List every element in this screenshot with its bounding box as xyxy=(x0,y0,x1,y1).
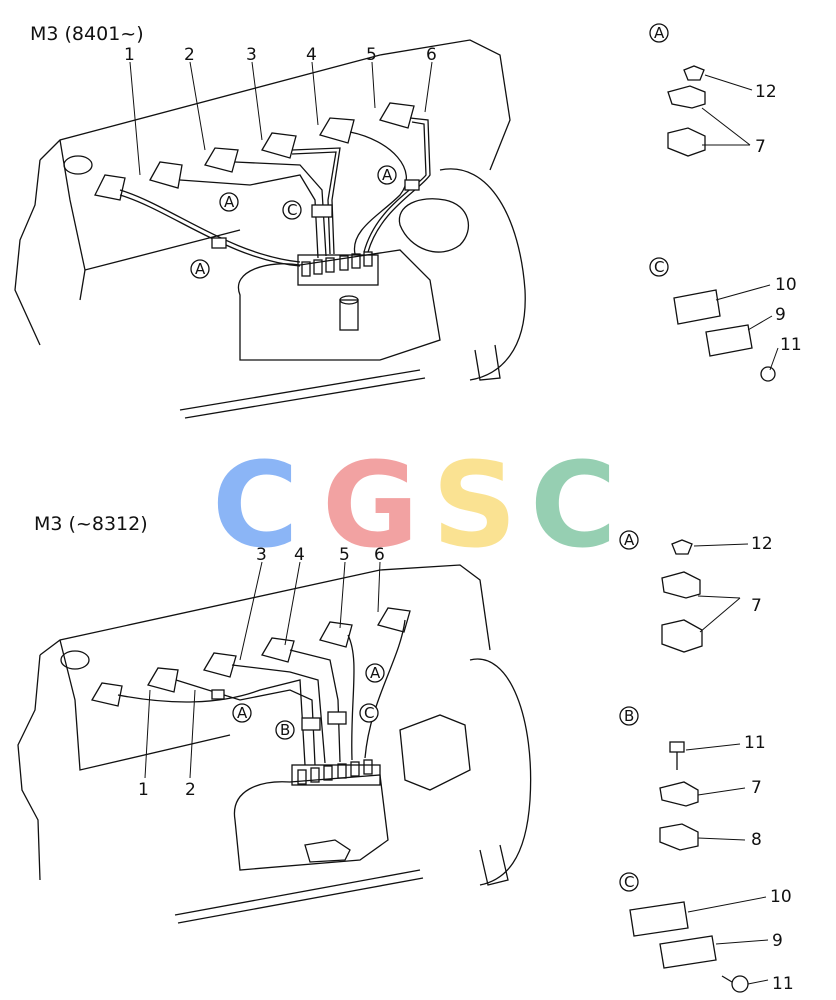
lower-legend-b-part-7: 7 xyxy=(751,778,762,798)
clamp-7-upper xyxy=(667,85,706,109)
upper-legend-a: A 12 7 xyxy=(649,23,777,157)
lower-legend-b-part-11: 11 xyxy=(744,733,766,753)
upper-title: M3 (8401~) xyxy=(30,23,144,45)
svg-text:C: C xyxy=(364,704,374,722)
svg-text:A: A xyxy=(370,664,381,682)
upper-pipe-number-2: 2 xyxy=(184,45,195,65)
lower-pipe-number-4: 4 xyxy=(294,545,305,565)
upper-legend-a-part-7: 7 xyxy=(755,137,766,157)
lower-callout-c: C xyxy=(359,703,379,723)
upper-pipe-number-6: 6 xyxy=(426,45,437,65)
lower-callout-a-2: A xyxy=(365,663,385,683)
lower-title: M3 (~8312) xyxy=(34,513,148,535)
lower-callout-a-1: A xyxy=(232,703,252,723)
lower-legend-c: C 10 9 11 xyxy=(619,872,794,994)
bolt-11 xyxy=(669,741,685,753)
lower-legend-b: B 11 7 8 xyxy=(619,706,766,851)
upper-callout-a-1: A xyxy=(219,192,239,212)
svg-text:A: A xyxy=(224,193,235,211)
upper-legend-c-letter: C xyxy=(654,258,664,276)
lower-engine-drawing: M3 (~8312) xyxy=(17,513,532,924)
upper-pipe-number-3: 3 xyxy=(246,45,257,65)
watermark-letter-c1: C xyxy=(212,436,299,574)
upper-legend-a-letter: A xyxy=(654,24,665,42)
upper-callout-a-3: A xyxy=(377,165,397,185)
clamp-7 xyxy=(659,781,699,807)
svg-text:A: A xyxy=(195,260,206,278)
upper-pipe-number-1: 1 xyxy=(124,45,135,65)
clamp-9 xyxy=(705,324,753,357)
upper-legend-a-part-12: 12 xyxy=(755,82,777,102)
clamp-7-lower xyxy=(667,127,706,157)
svg-text:A: A xyxy=(382,166,393,184)
lower-legend-a-part-7: 7 xyxy=(751,596,762,616)
clamp-10 xyxy=(629,901,689,937)
upper-pipe-number-4: 4 xyxy=(306,45,317,65)
nut-12 xyxy=(683,65,705,81)
upper-legend-c-part-10: 10 xyxy=(775,275,797,295)
lower-legend-b-part-8: 8 xyxy=(751,830,762,850)
watermark-letter-s: S xyxy=(432,436,517,574)
upper-callout-c: C xyxy=(282,200,302,220)
lower-legend-c-part-11: 11 xyxy=(772,974,794,994)
lower-pipe-number-5: 5 xyxy=(339,545,350,565)
lower-pipe-number-1: 1 xyxy=(138,780,149,800)
svg-text:A: A xyxy=(237,704,248,722)
lower-legend-a: A 12 7 xyxy=(619,530,773,653)
nut-12 xyxy=(671,539,693,555)
upper-pipe-number-5: 5 xyxy=(366,45,377,65)
lower-legend-c-letter: C xyxy=(624,873,634,891)
lower-pipe-number-3: 3 xyxy=(256,545,267,565)
bolt-11 xyxy=(760,366,776,382)
lower-legend-c-part-9: 9 xyxy=(772,931,783,951)
cgsc-watermark: C G S C xyxy=(212,436,617,574)
svg-text:B: B xyxy=(280,721,290,739)
upper-engine-drawing: M3 (8401~) xyxy=(14,23,526,419)
clamp-7-lower xyxy=(661,619,703,653)
upper-legend-c: C 10 9 11 xyxy=(649,257,802,382)
watermark-letter-c2: C xyxy=(530,436,617,574)
svg-text:C: C xyxy=(287,201,297,219)
upper-legend-c-part-11: 11 xyxy=(780,335,802,355)
lower-pipe-number-2: 2 xyxy=(185,780,196,800)
lower-legend-a-letter: A xyxy=(624,531,635,549)
clamp-8 xyxy=(659,823,699,851)
clamp-10 xyxy=(673,289,721,325)
upper-callout-a-2: A xyxy=(190,259,210,279)
lower-callout-b: B xyxy=(275,720,295,740)
clamp-7-upper xyxy=(661,571,701,599)
bolt-11 xyxy=(731,975,749,993)
upper-legend-c-part-9: 9 xyxy=(775,305,786,325)
clamp-9 xyxy=(659,935,717,969)
lower-legend-a-part-12: 12 xyxy=(751,534,773,554)
lower-pipe-number-6: 6 xyxy=(374,545,385,565)
lower-legend-b-letter: B xyxy=(624,707,634,725)
watermark-letter-g: G xyxy=(322,436,419,574)
lower-legend-c-part-10: 10 xyxy=(770,887,792,907)
